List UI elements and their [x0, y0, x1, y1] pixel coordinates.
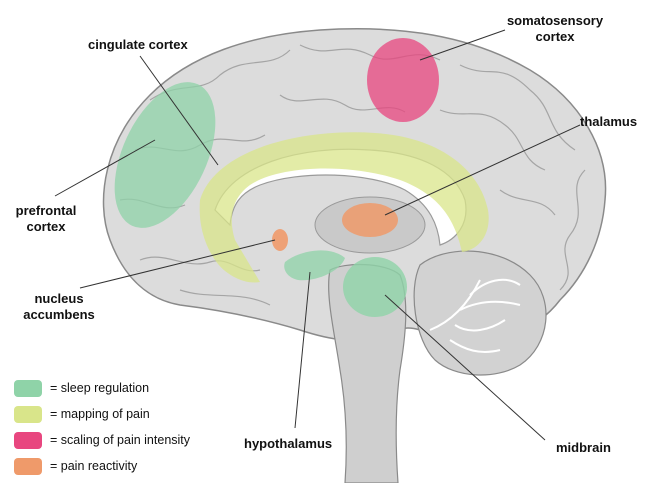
legend-item-sleep-regulation: = sleep regulation: [14, 380, 274, 398]
legend-label: = sleep regulation: [50, 381, 149, 395]
label-thalamus: thalamus: [580, 114, 637, 129]
legend-label: = pain reactivity: [50, 459, 137, 473]
label-prefrontal-cortex-line1: prefrontal: [6, 203, 86, 218]
legend-label: = mapping of pain: [50, 407, 150, 421]
midbrain-region: [343, 257, 407, 317]
legend-item-pain-reactivity: = pain reactivity: [14, 458, 274, 476]
legend-swatch: [14, 432, 42, 449]
label-nucleus-accumbens-line2: accumbens: [14, 307, 104, 322]
somatosensory-region: [367, 38, 439, 122]
legend-item-scaling-of-pain-intensity: = scaling of pain intensity: [14, 432, 274, 450]
label-nucleus-accumbens-line1: nucleus: [14, 291, 104, 306]
legend-swatch: [14, 406, 42, 423]
label-somatosensory-cortex-line2: cortex: [500, 29, 610, 44]
thalamus-region: [342, 203, 398, 237]
label-somatosensory-cortex-line1: somatosensory: [500, 13, 610, 28]
legend-label: = scaling of pain intensity: [50, 433, 190, 447]
legend-swatch: [14, 458, 42, 475]
legend-item-mapping-of-pain: = mapping of pain: [14, 406, 274, 424]
label-cingulate-cortex: cingulate cortex: [88, 37, 188, 52]
legend-swatch: [14, 380, 42, 397]
label-prefrontal-cortex-line2: cortex: [6, 219, 86, 234]
label-midbrain: midbrain: [556, 440, 611, 455]
